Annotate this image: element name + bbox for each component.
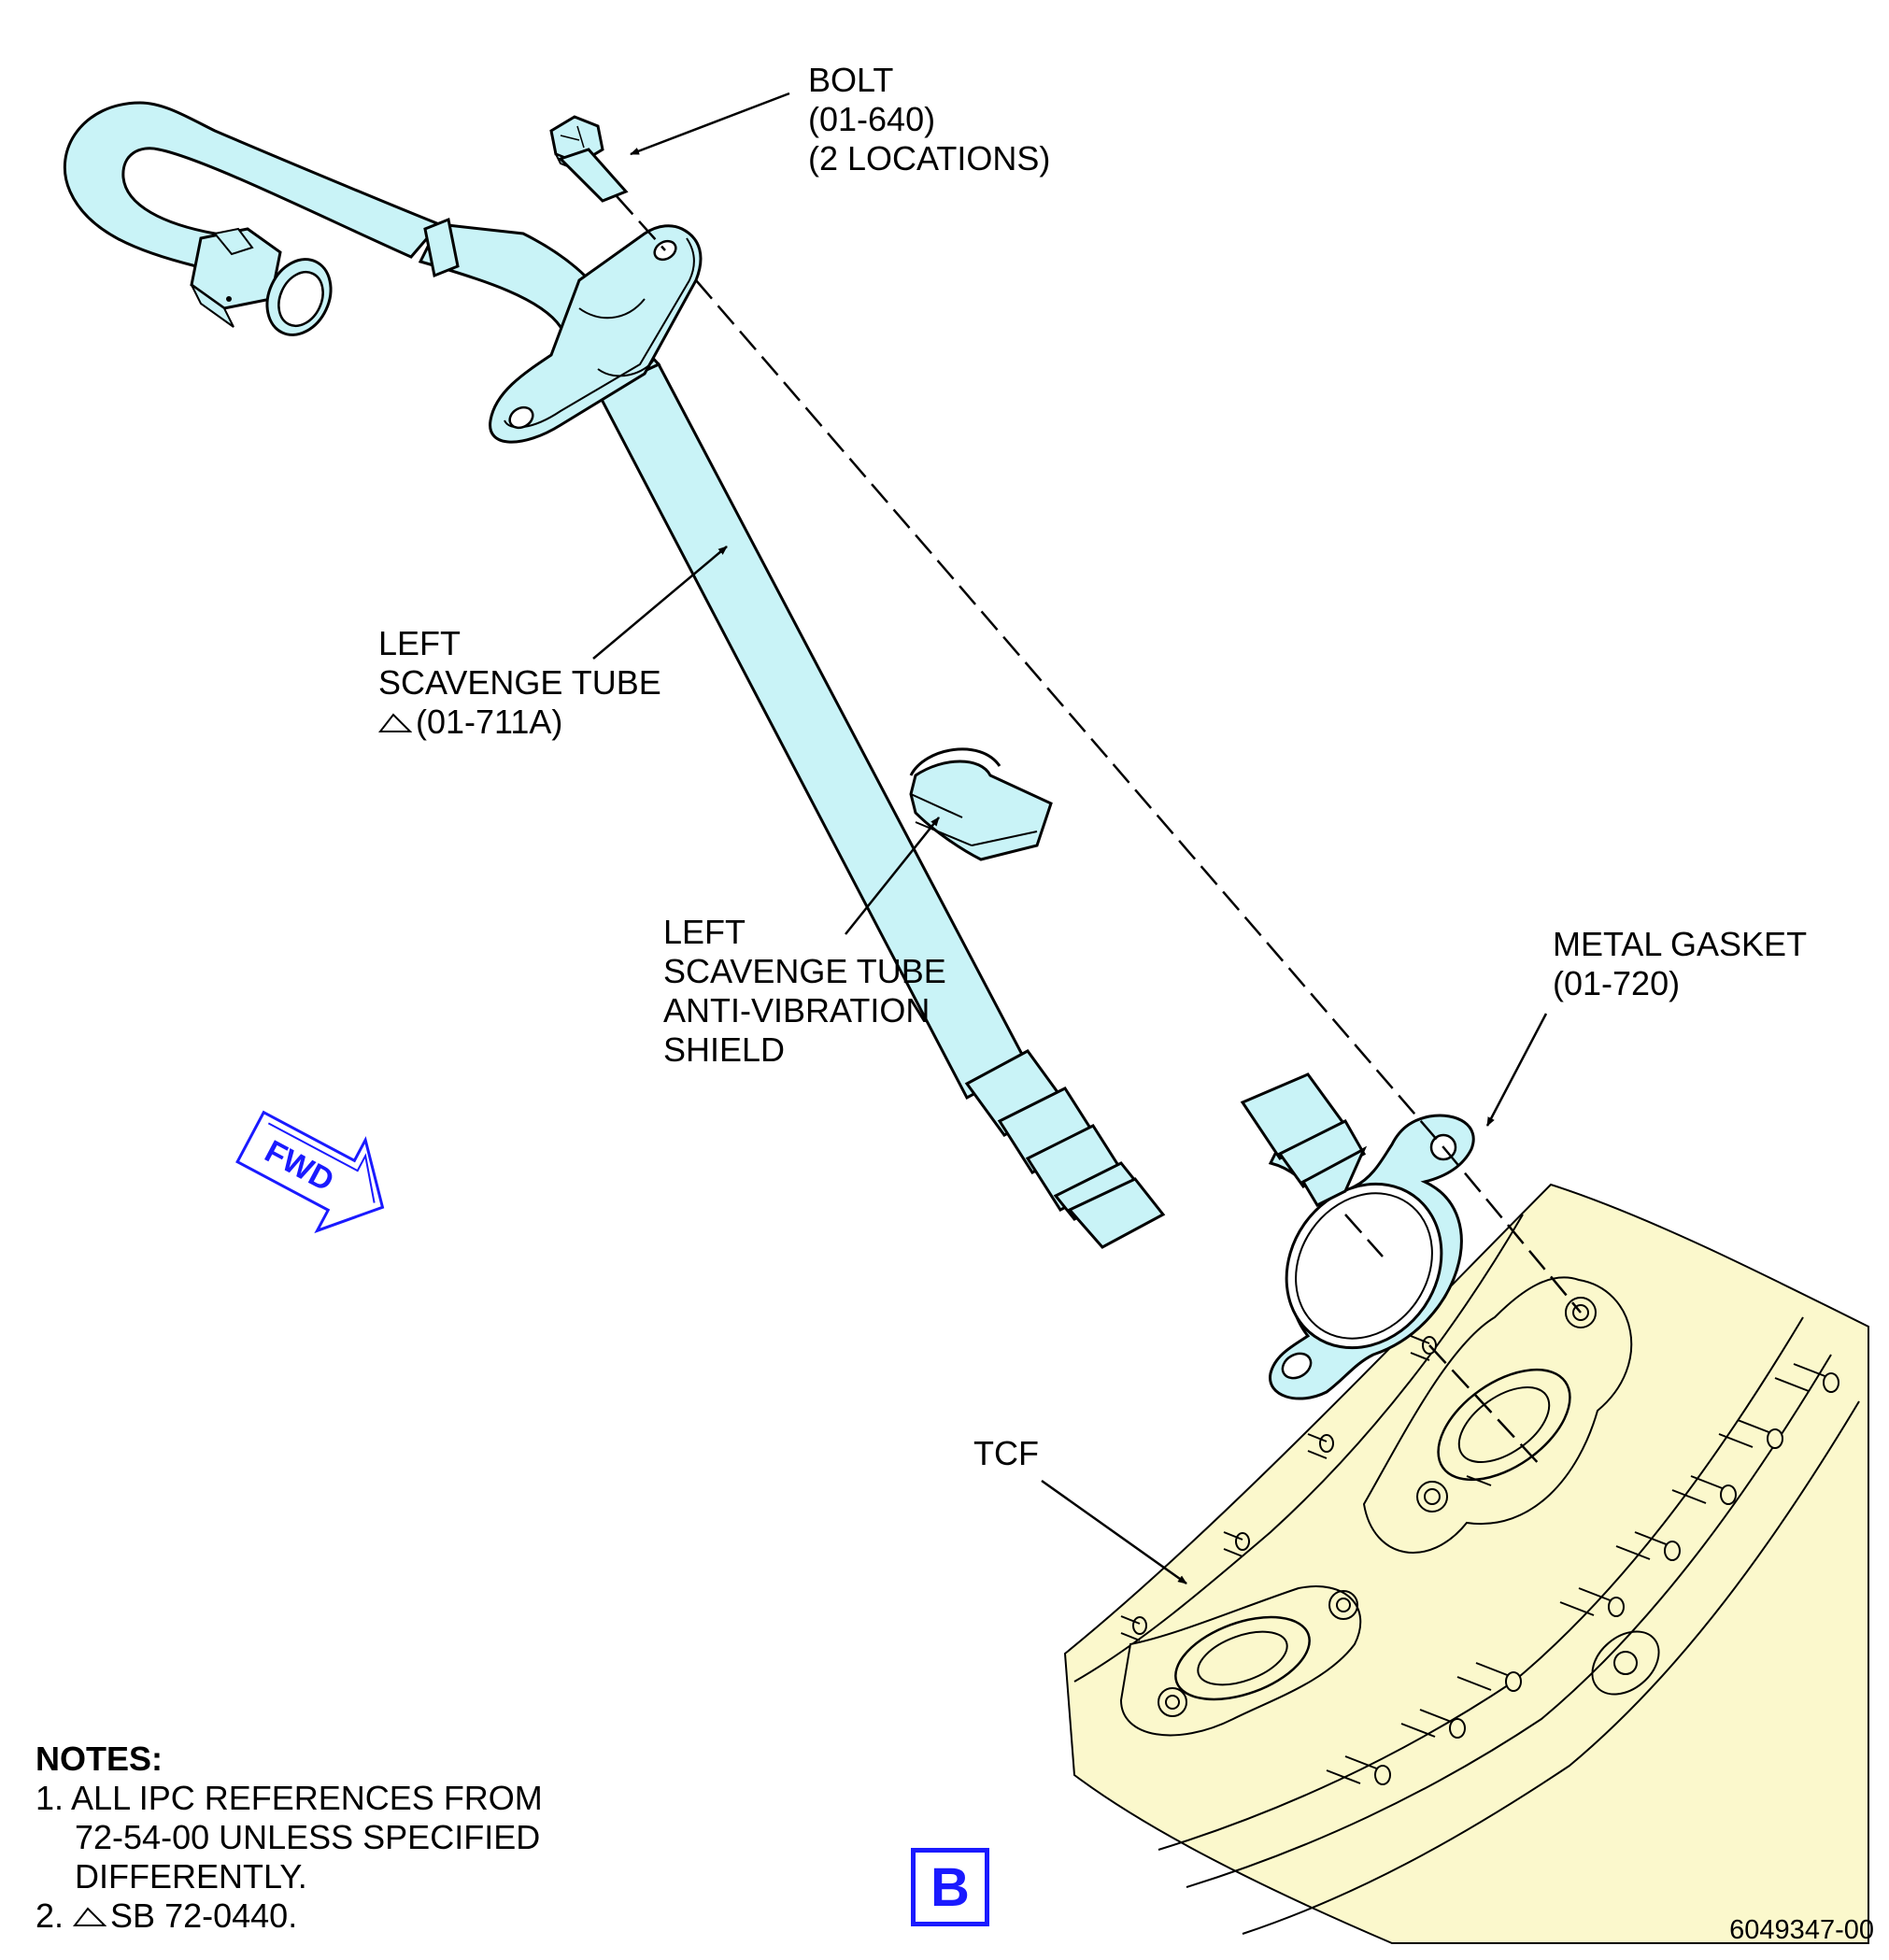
- scavenge-tube: [63, 101, 1368, 1249]
- bolt: [549, 115, 629, 203]
- shield-label-line3: ANTI-VIBRATION: [663, 991, 930, 1030]
- scavenge-tube-label-line2: SCAVENGE TUBE: [378, 663, 661, 702]
- bolt-label: BOLT (01-640) (2 LOCATIONS): [808, 61, 1050, 178]
- note-1-line2: 72-54-00 UNLESS SPECIFIED: [75, 1818, 541, 1856]
- tcf-frame: [1063, 1183, 1869, 1944]
- shield-label-line2: SCAVENGE TUBE: [663, 952, 946, 990]
- fwd-arrow: FWD: [235, 1110, 385, 1234]
- bolt-label-line3: (2 LOCATIONS): [808, 139, 1051, 178]
- figure-number: 6049347-00: [1729, 1915, 1874, 1945]
- effectivity-triangle-icon: [378, 713, 412, 732]
- note-2-text: SB 72-0440.: [110, 1896, 298, 1935]
- scavenge-tube-label: LEFT SCAVENGE TUBE (01-711A): [378, 624, 661, 742]
- metal-gasket: [1269, 1114, 1475, 1400]
- scavenge-tube-label-line1: LEFT: [378, 624, 462, 662]
- shield-label-line1: LEFT: [663, 913, 746, 951]
- notes-block: NOTES: 1. ALL IPC REFERENCES FROM 72-54-…: [36, 1740, 543, 1936]
- bolt-label-line1: BOLT: [808, 61, 894, 99]
- shield-label-line4: SHIELD: [663, 1030, 786, 1069]
- bolt-label-line2: (01-640): [808, 100, 936, 138]
- note-1-line1: 1. ALL IPC REFERENCES FROM: [36, 1779, 543, 1817]
- scavenge-tube-label-line3: (01-711A): [378, 703, 661, 742]
- alignment-lines: [616, 195, 1582, 1468]
- note-1-line3: DIFFERENTLY.: [75, 1857, 307, 1896]
- leader-lines: [592, 92, 1548, 1585]
- view-letter-badge: B: [911, 1848, 989, 1926]
- gasket-label-line2: (01-720): [1553, 964, 1681, 1002]
- notes-title: NOTES:: [36, 1740, 163, 1778]
- note-2: 2. SB 72-0440.: [36, 1896, 543, 1936]
- gasket-label-line1: METAL GASKET: [1553, 925, 1808, 963]
- shield-label: LEFT SCAVENGE TUBE ANTI-VIBRATION SHIELD: [663, 913, 946, 1070]
- effectivity-triangle-icon: [73, 1907, 107, 1926]
- tcf-label: TCF: [973, 1434, 1039, 1472]
- gasket-label: METAL GASKET (01-720): [1553, 925, 1807, 1003]
- note-2-number: 2.: [36, 1896, 64, 1935]
- scavenge-tube-ref: (01-711A): [416, 703, 563, 741]
